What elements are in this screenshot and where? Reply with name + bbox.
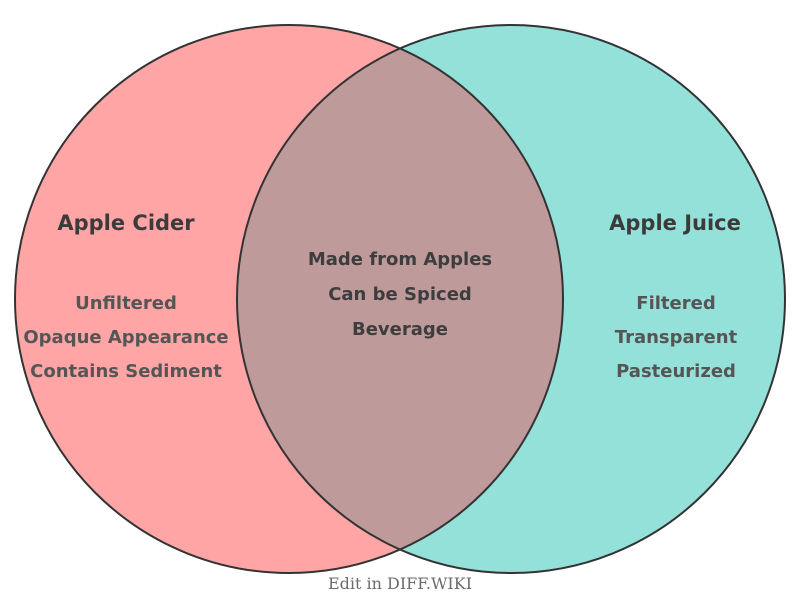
left-set-title: Apple Cider xyxy=(57,211,195,235)
overlap-item: Beverage xyxy=(352,319,448,340)
left-set-item: Contains Sediment xyxy=(30,361,222,382)
right-set-item: Transparent xyxy=(615,327,738,348)
left-set-item: Opaque Appearance xyxy=(23,327,228,348)
overlap-item: Can be Spiced xyxy=(328,284,472,305)
left-circle-outline xyxy=(14,24,564,574)
right-set-item: Filtered xyxy=(636,293,715,314)
overlap-item: Made from Apples xyxy=(308,249,492,270)
right-circle-outline xyxy=(236,24,786,574)
overlap-region xyxy=(237,48,563,550)
edit-in-diffwiki-link[interactable]: Edit in DIFF.WIKI xyxy=(328,574,472,593)
left-set-item: Unfiltered xyxy=(75,293,177,314)
right-set-title: Apple Juice xyxy=(609,211,741,235)
right-set-item: Pasteurized xyxy=(616,361,736,382)
